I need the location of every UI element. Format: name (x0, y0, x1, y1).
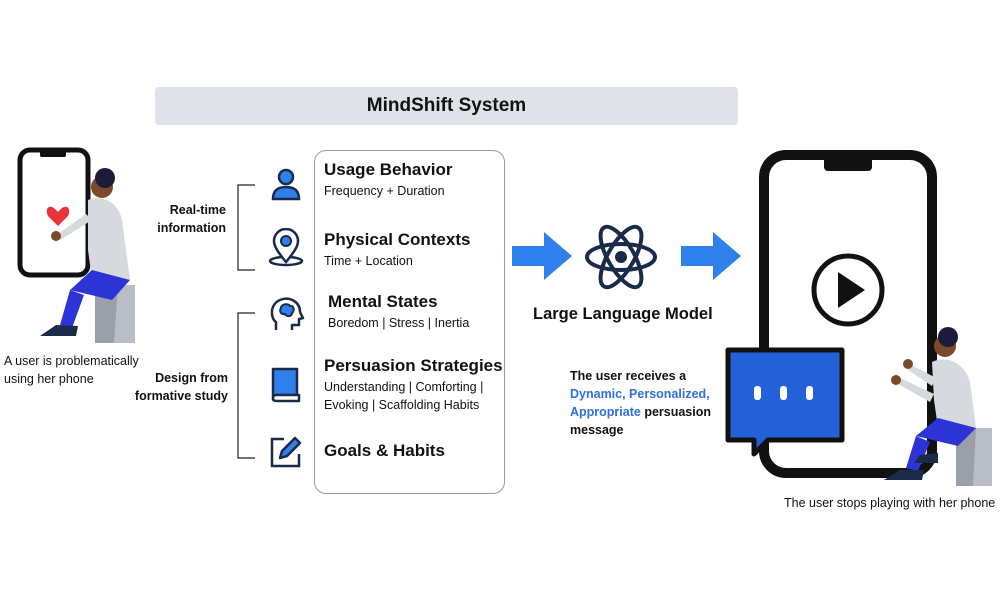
physical-contexts-subtitle: Time + Location (324, 254, 413, 268)
highlight-dynamic-personalized: Dynamic, Personalized, (570, 387, 710, 401)
persuasion-strategies-subtitle-2: Evoking | Scaffolding Habits (324, 398, 480, 412)
book-icon (268, 365, 304, 403)
brackets (237, 184, 255, 459)
mental-states-subtitle: Boredom | Stress | Inertia (328, 316, 470, 330)
right-phone-illustration (725, 150, 992, 486)
left-user-illustration (0, 140, 150, 350)
physical-contexts-item: Physical Contexts Time + Location (324, 230, 470, 270)
atom-icon (585, 224, 657, 290)
persuasion-strategies-subtitle: Understanding | Comforting | (324, 380, 484, 394)
mental-states-title: Mental States (328, 292, 438, 311)
persuasion-strategies-item: Persuasion Strategies Understanding | Co… (324, 356, 503, 414)
input-panel (314, 150, 505, 494)
realtime-label: Real-time information (157, 203, 226, 235)
play-button-icon (811, 253, 885, 327)
formative-study-label: Design from formative study (134, 371, 228, 403)
brain-head-icon (266, 294, 306, 334)
goals-habits-title: Goals & Habits (324, 441, 445, 460)
system-title: MindShift System (366, 95, 527, 116)
persuasion-strategies-title: Persuasion Strategies (324, 356, 503, 375)
arrow-to-llm-icon (512, 232, 572, 280)
llm-label: Large Language Model (533, 305, 713, 323)
mental-states-item: Mental States Boredom | Stress | Inertia (328, 292, 469, 332)
edit-square-icon (268, 434, 304, 470)
usage-behavior-title: Usage Behavior (324, 160, 453, 179)
left-caption: A user is problematically using her phon… (4, 354, 139, 386)
right-caption: The user stops playing with her phone (784, 496, 996, 510)
person-icon (268, 166, 304, 202)
usage-behavior-subtitle: Frequency + Duration (324, 184, 445, 198)
user-with-phone-illustration (17, 147, 135, 343)
physical-contexts-title: Physical Contexts (324, 230, 471, 249)
usage-behavior-item: Usage Behavior Frequency + Duration (324, 160, 453, 200)
formative-bracket (237, 312, 255, 459)
arrow-to-phone-icon (681, 232, 741, 280)
location-pin-icon (266, 228, 306, 268)
goals-habits-item: Goals & Habits (324, 441, 445, 461)
chat-bubble-icon (725, 347, 845, 457)
realtime-bracket (237, 184, 255, 271)
message-description: The user receives a Dynamic, Personalize… (570, 369, 712, 437)
highlight-appropriate: Appropriate (570, 405, 641, 419)
system-title-banner: MindShift System (155, 87, 738, 125)
